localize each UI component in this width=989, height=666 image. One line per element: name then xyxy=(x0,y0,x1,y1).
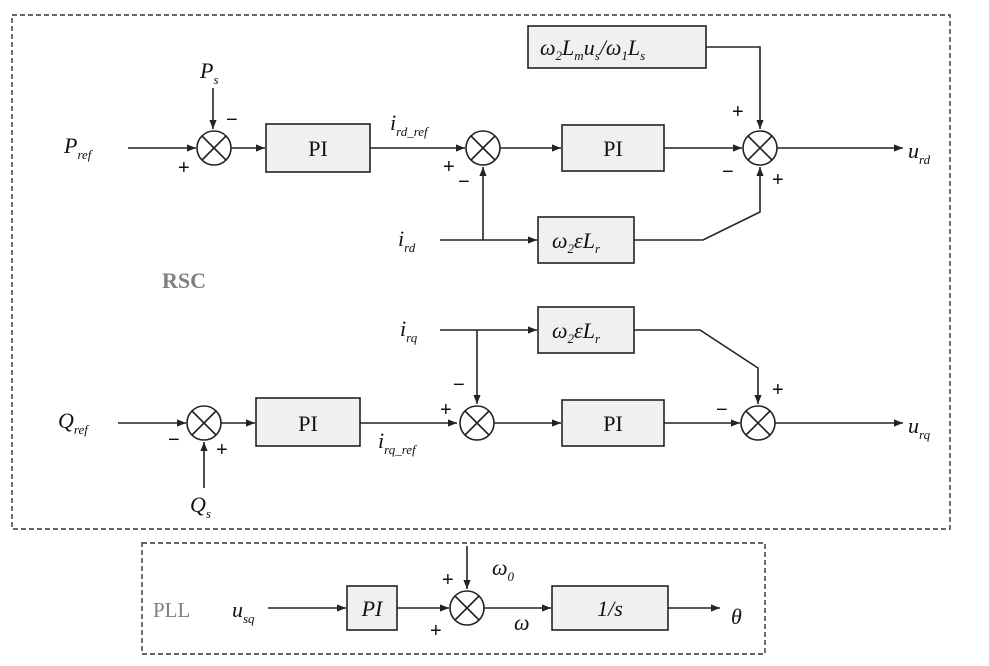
svg-text:1/s: 1/s xyxy=(597,596,623,621)
sum-junction-q3 xyxy=(740,405,776,441)
wire-coupling-d xyxy=(634,167,764,241)
svg-text:ω2εLr: ω2εLr xyxy=(552,318,601,346)
sign-plus-ff: + xyxy=(732,101,744,123)
wire-coupling-q xyxy=(634,329,762,404)
coupling-block-q: ω2εLr xyxy=(537,306,635,354)
theta-label: θ xyxy=(731,604,742,629)
pll-label: PLL xyxy=(153,598,190,622)
pi-block-power-q: PI xyxy=(255,397,361,447)
sign-minus-ird: − xyxy=(458,171,470,193)
svg-text:ω2Lmus/ω1Ls: ω2Lmus/ω1Ls xyxy=(540,35,645,63)
urd-label: urd xyxy=(908,138,931,167)
sign-plus-irdref: + xyxy=(443,156,455,178)
coupling-block-d: ω2εLr xyxy=(537,216,635,264)
pi-block-current-d: PI xyxy=(561,124,665,172)
irq-label: irq xyxy=(400,316,418,345)
svg-text:PI: PI xyxy=(308,136,328,161)
sign-minus-irq: − xyxy=(453,374,465,396)
q-ref-label: Qref xyxy=(58,408,90,437)
pll-frame xyxy=(141,542,766,655)
omega-label: ω xyxy=(514,610,530,635)
sum-junction-d2 xyxy=(465,130,501,166)
ird-ref-label: ird_ref xyxy=(390,110,430,139)
feedforward-block: ω2Lmus/ω1Ls xyxy=(527,25,707,69)
p-s-label: Ps xyxy=(199,58,219,87)
sign-plus-pref: + xyxy=(178,157,190,179)
sign-plus-coupling-q: + xyxy=(772,379,784,401)
pi-block-power-d: PI xyxy=(265,123,371,173)
urq-label: urq xyxy=(908,413,931,442)
sum-junction-q2 xyxy=(459,405,495,441)
wire-feedforward xyxy=(706,46,764,129)
p-ref-label: Pref xyxy=(63,133,94,162)
rsc-label: RSC xyxy=(162,268,206,293)
sign-plus-omega0: + xyxy=(442,569,454,591)
pll-pi-block: PI xyxy=(346,585,398,631)
pll-sum-junction xyxy=(449,590,485,626)
pi-block-current-q: PI xyxy=(561,399,665,447)
svg-text:PI: PI xyxy=(603,411,623,436)
irq-ref-label: irq_ref xyxy=(378,428,418,457)
rsc-frame xyxy=(11,14,951,530)
sign-minus-qref: − xyxy=(168,429,180,451)
sign-plus-coupling-d: + xyxy=(772,169,784,191)
usq-label: usq xyxy=(232,597,255,626)
svg-text:ω2εLr: ω2εLr xyxy=(552,228,601,256)
svg-text:PI: PI xyxy=(603,136,623,161)
omega0-label: ω0 xyxy=(492,555,515,584)
sign-minus-pi-q: − xyxy=(716,399,728,421)
sign-minus-ps: − xyxy=(226,109,238,131)
sign-plus-pllpi: + xyxy=(430,620,442,642)
sum-junction-d1 xyxy=(196,130,232,166)
sign-plus-qs: + xyxy=(216,439,228,461)
sum-junction-d3 xyxy=(742,130,778,166)
q-s-label: Qs xyxy=(190,492,211,521)
integrator-block: 1/s xyxy=(551,585,669,631)
sum-junction-q1 xyxy=(186,405,222,441)
ird-label: ird xyxy=(398,226,416,255)
sign-minus-pi-d: − xyxy=(722,161,734,183)
svg-text:PI: PI xyxy=(361,596,384,621)
svg-text:PI: PI xyxy=(298,411,318,436)
sign-plus-irqref: + xyxy=(440,399,452,421)
